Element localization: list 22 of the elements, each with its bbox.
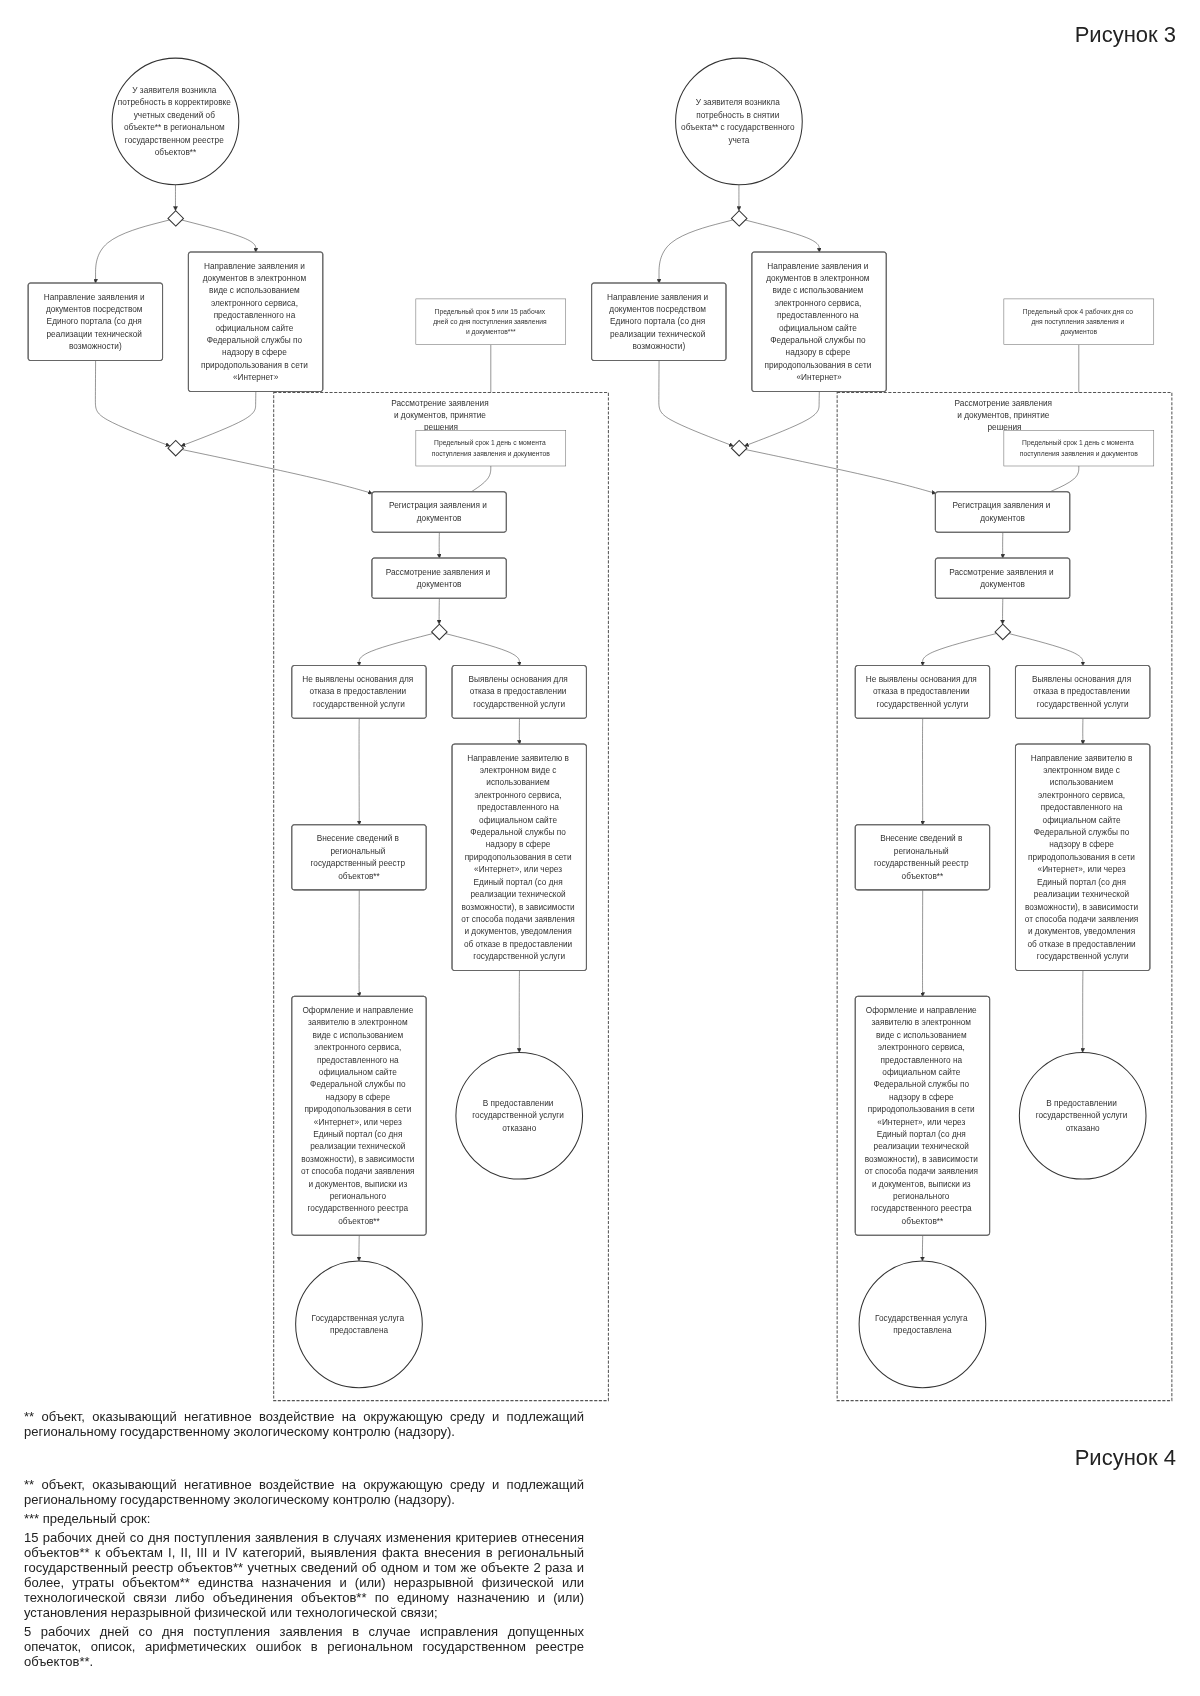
connector	[1078, 344, 1080, 393]
figure-label: Рисунок 4	[1073, 1444, 1176, 1471]
footnote: 5 рабочих дней со дня поступления заявления в случае исправления допущенных опечаток, описок, арифметических ошибок в региональном государственном реестре объектов**.	[24, 1623, 584, 1669]
node-diamond	[167, 439, 185, 457]
footnote: ** объект, оказывающий негативное воздействие на окружающую среду и подлежащий региональному государственному экологическому контролю (надзору).	[24, 1476, 584, 1507]
node-circle: Государственная услуга предоставлена	[858, 1260, 987, 1389]
node-diamond	[730, 209, 748, 227]
node-circle: У заявителя возникла потребность в корректировке учетных сведений об объекте** в региональном государственном реестре объектов**	[111, 57, 240, 186]
connector	[490, 344, 492, 393]
footnote: 15 рабочих дней со дня поступления заявления в случаях изменения критериев отнесения объектов** к объектам I, II, III и IV категорий, выявления факта внесения в региональный государственный реестр объектов** учетных сведений об одном и том же объекте 2 раза и более, утраты объектом** единства назначения и (или) неразрывной физической или технологической связи либо объединения объектов** по единому назначению и (или) установления неразрывной физической или технологической связи;	[24, 1529, 584, 1620]
node-circle: В предоставлении государственной услуги отказано	[1018, 1051, 1147, 1180]
footnote: *** предельный срок:	[24, 1510, 152, 1526]
node-circle: Государственная услуга предоставлена	[295, 1260, 423, 1389]
connector	[470, 465, 492, 493]
node-diamond	[430, 623, 448, 641]
figure-label: Рисунок 3	[1073, 22, 1176, 48]
node-diamond	[730, 439, 748, 457]
node-circle: У заявителя возникла потребность в снятии объекта** с государственного учета	[675, 57, 803, 186]
node-diamond	[167, 209, 185, 227]
node-circle: В предоставлении государственной услуги отказано	[455, 1051, 584, 1180]
node-diamond	[994, 623, 1012, 641]
footnote: ** объект, оказывающий негативное воздействие на окружающую среду и подлежащий региональному государственному экологическому контролю (надзору).	[24, 1408, 584, 1439]
